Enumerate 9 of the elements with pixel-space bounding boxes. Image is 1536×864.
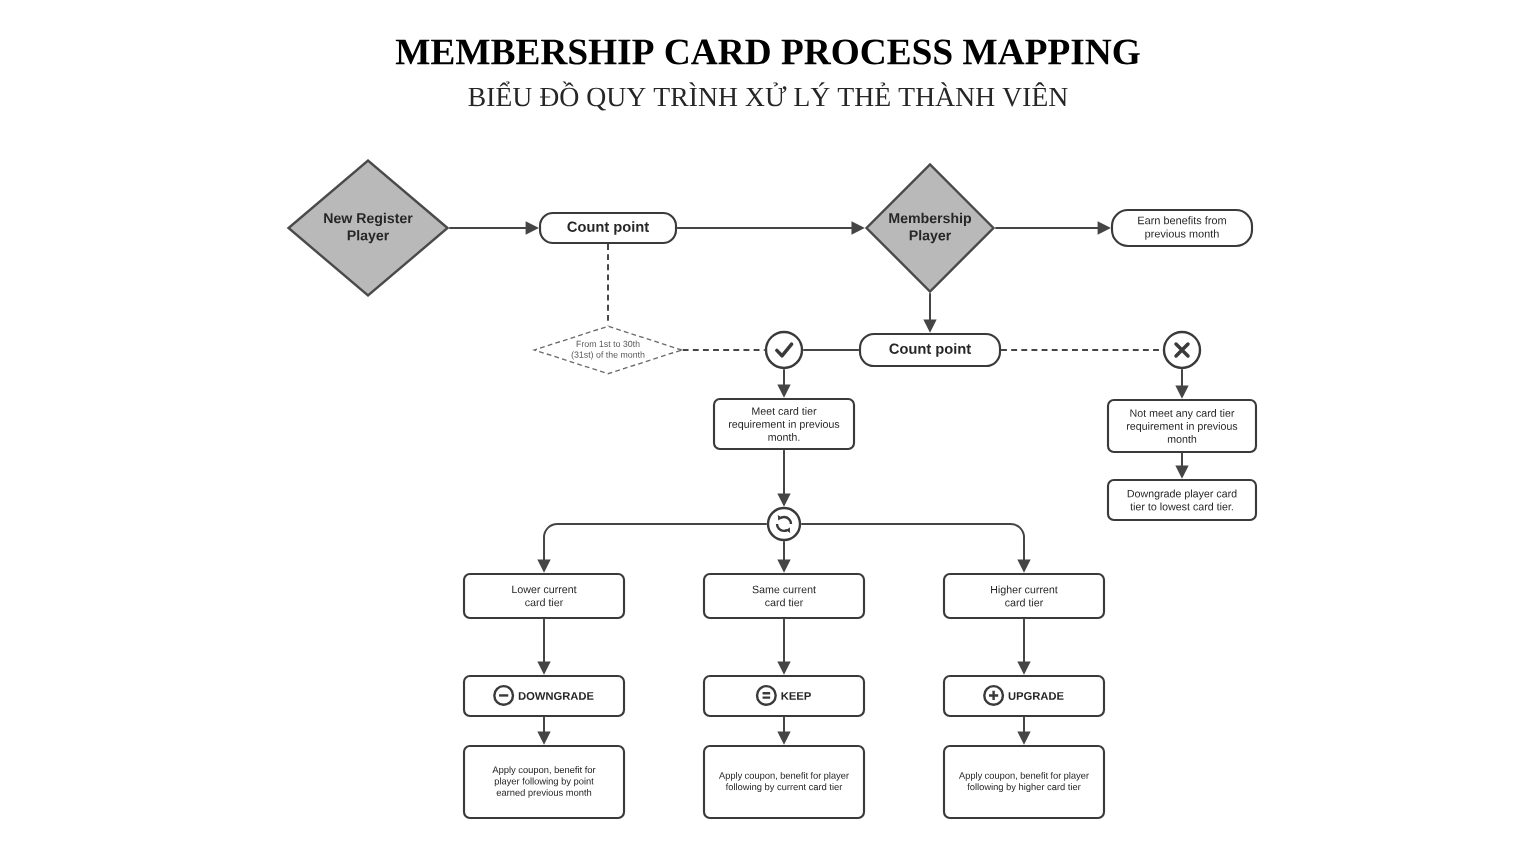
dashed-line <box>607 243 609 327</box>
subtitle: BIỂU ĐỒ QUY TRÌNH XỬ LÝ THẺ THÀNH VIÊN <box>468 81 1068 111</box>
dashed-line <box>1000 349 1164 351</box>
dashed-line <box>681 349 766 351</box>
connector-line <box>802 349 860 351</box>
cross-icon <box>1162 330 1202 370</box>
refresh-icon <box>766 506 802 542</box>
check-icon <box>764 330 804 370</box>
title: MEMBERSHIP CARD PROCESS MAPPING <box>395 39 1140 65</box>
